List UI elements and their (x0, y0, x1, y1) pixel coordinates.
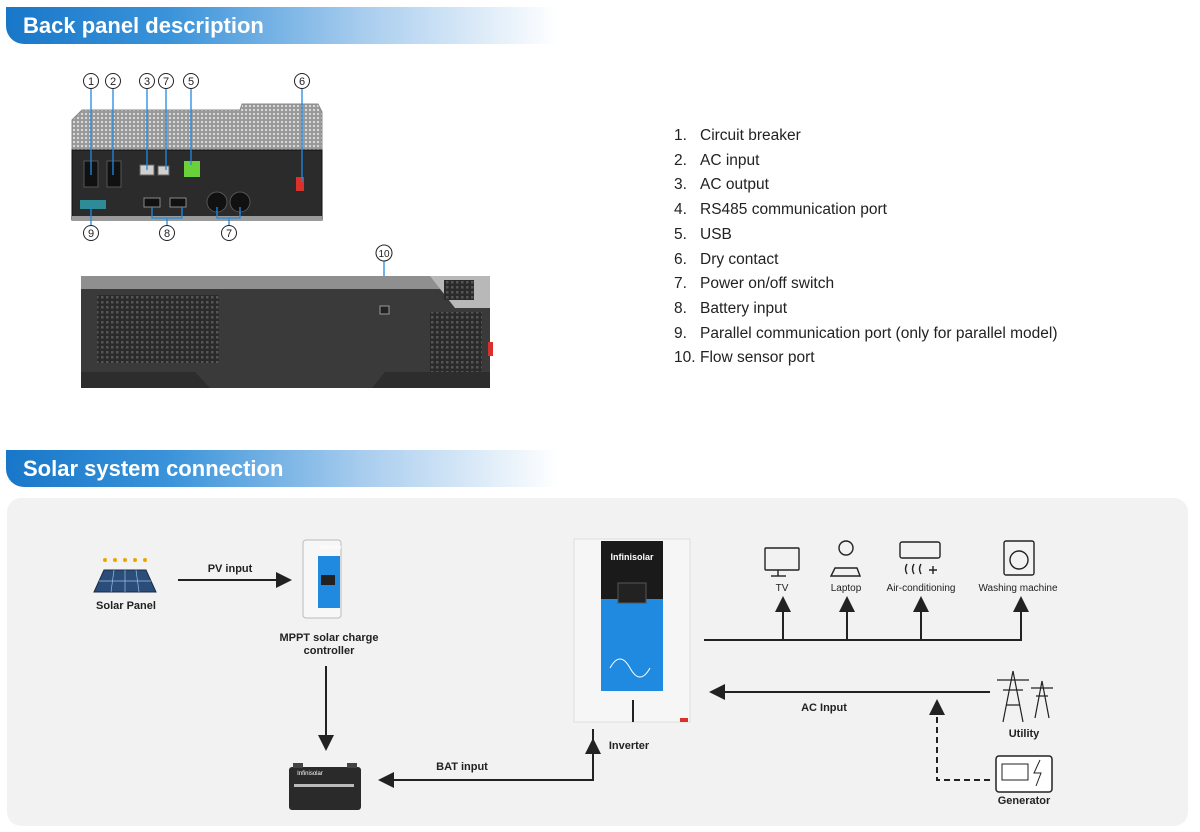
tv-icon (764, 547, 800, 577)
solar-panel-icon (93, 558, 157, 593)
callout-6: 6 (299, 76, 305, 88)
load-label-air-conditioning: Air-conditioning (886, 583, 956, 594)
list-item: 10.Flow sensor port (674, 349, 815, 367)
callout-circles (83, 73, 393, 262)
ac-input-label: AC Input (801, 702, 847, 714)
battery-brand: Infinisolar (297, 771, 323, 777)
mppt-label-line1: MPPT solar charge (279, 632, 379, 644)
air-conditioning-icon (899, 541, 941, 575)
callout-9: 9 (88, 228, 94, 240)
list-item: 7.Power on/off switch (674, 275, 835, 293)
back-panel-legend: 1.Circuit breaker 2.AC input 3.AC output… (674, 124, 1058, 371)
mppt-controller-icon (302, 539, 342, 619)
laptop-icon (829, 540, 862, 577)
callout-7a: 7 (163, 76, 169, 88)
callout-3: 3 (144, 76, 150, 88)
mppt-label-line2: controller (303, 645, 355, 657)
load-label-laptop: Laptop (830, 583, 862, 594)
back-panel-header: Back panel description (6, 7, 558, 44)
connection-lines (178, 572, 1029, 788)
mppt-brand: Infinisolar (320, 545, 342, 551)
callout-5: 5 (188, 76, 194, 88)
inverter-icon (573, 538, 691, 723)
bat-input-label: BAT input (436, 761, 488, 773)
list-item: 2.AC input (674, 151, 760, 169)
callout-7b: 7 (226, 228, 232, 240)
solar-panel-label: Solar Panel (96, 600, 156, 612)
callout-1: 1 (88, 76, 94, 88)
solar-connection-header: Solar system connection (6, 450, 558, 487)
inverter-back-view (71, 103, 323, 221)
list-item: 8.Battery input (674, 299, 788, 317)
callout-2: 2 (110, 76, 116, 88)
inverter-label: Inverter (608, 740, 650, 752)
battery-icon (289, 763, 361, 810)
load-label-washing-machine: Washing machine (978, 583, 1058, 594)
callout-10: 10 (378, 249, 390, 260)
list-item: 3.AC output (674, 176, 769, 194)
list-item: 9.Parallel communication port (only for … (674, 324, 1058, 342)
inverter-brand: Infinisolar (610, 552, 654, 562)
inverter-side-view (81, 276, 493, 388)
list-item: 5.USB (674, 225, 732, 243)
generator-label: Generator (997, 795, 1051, 807)
list-item: 4.RS485 communication port (674, 201, 887, 219)
load-label-tv: TV (775, 583, 789, 594)
solar-connection-title: Solar system connection (23, 456, 284, 481)
utility-tower-icon (997, 670, 1053, 723)
list-item: 6.Dry contact (674, 250, 779, 268)
washing-machine-icon (1003, 540, 1035, 576)
list-item: 1.Circuit breaker (674, 127, 801, 144)
back-panel-title: Back panel description (23, 13, 264, 38)
generator-icon (995, 755, 1053, 793)
utility-label: Utility (1008, 728, 1040, 740)
pv-input-label: PV input (207, 563, 253, 575)
callout-8: 8 (164, 228, 170, 240)
